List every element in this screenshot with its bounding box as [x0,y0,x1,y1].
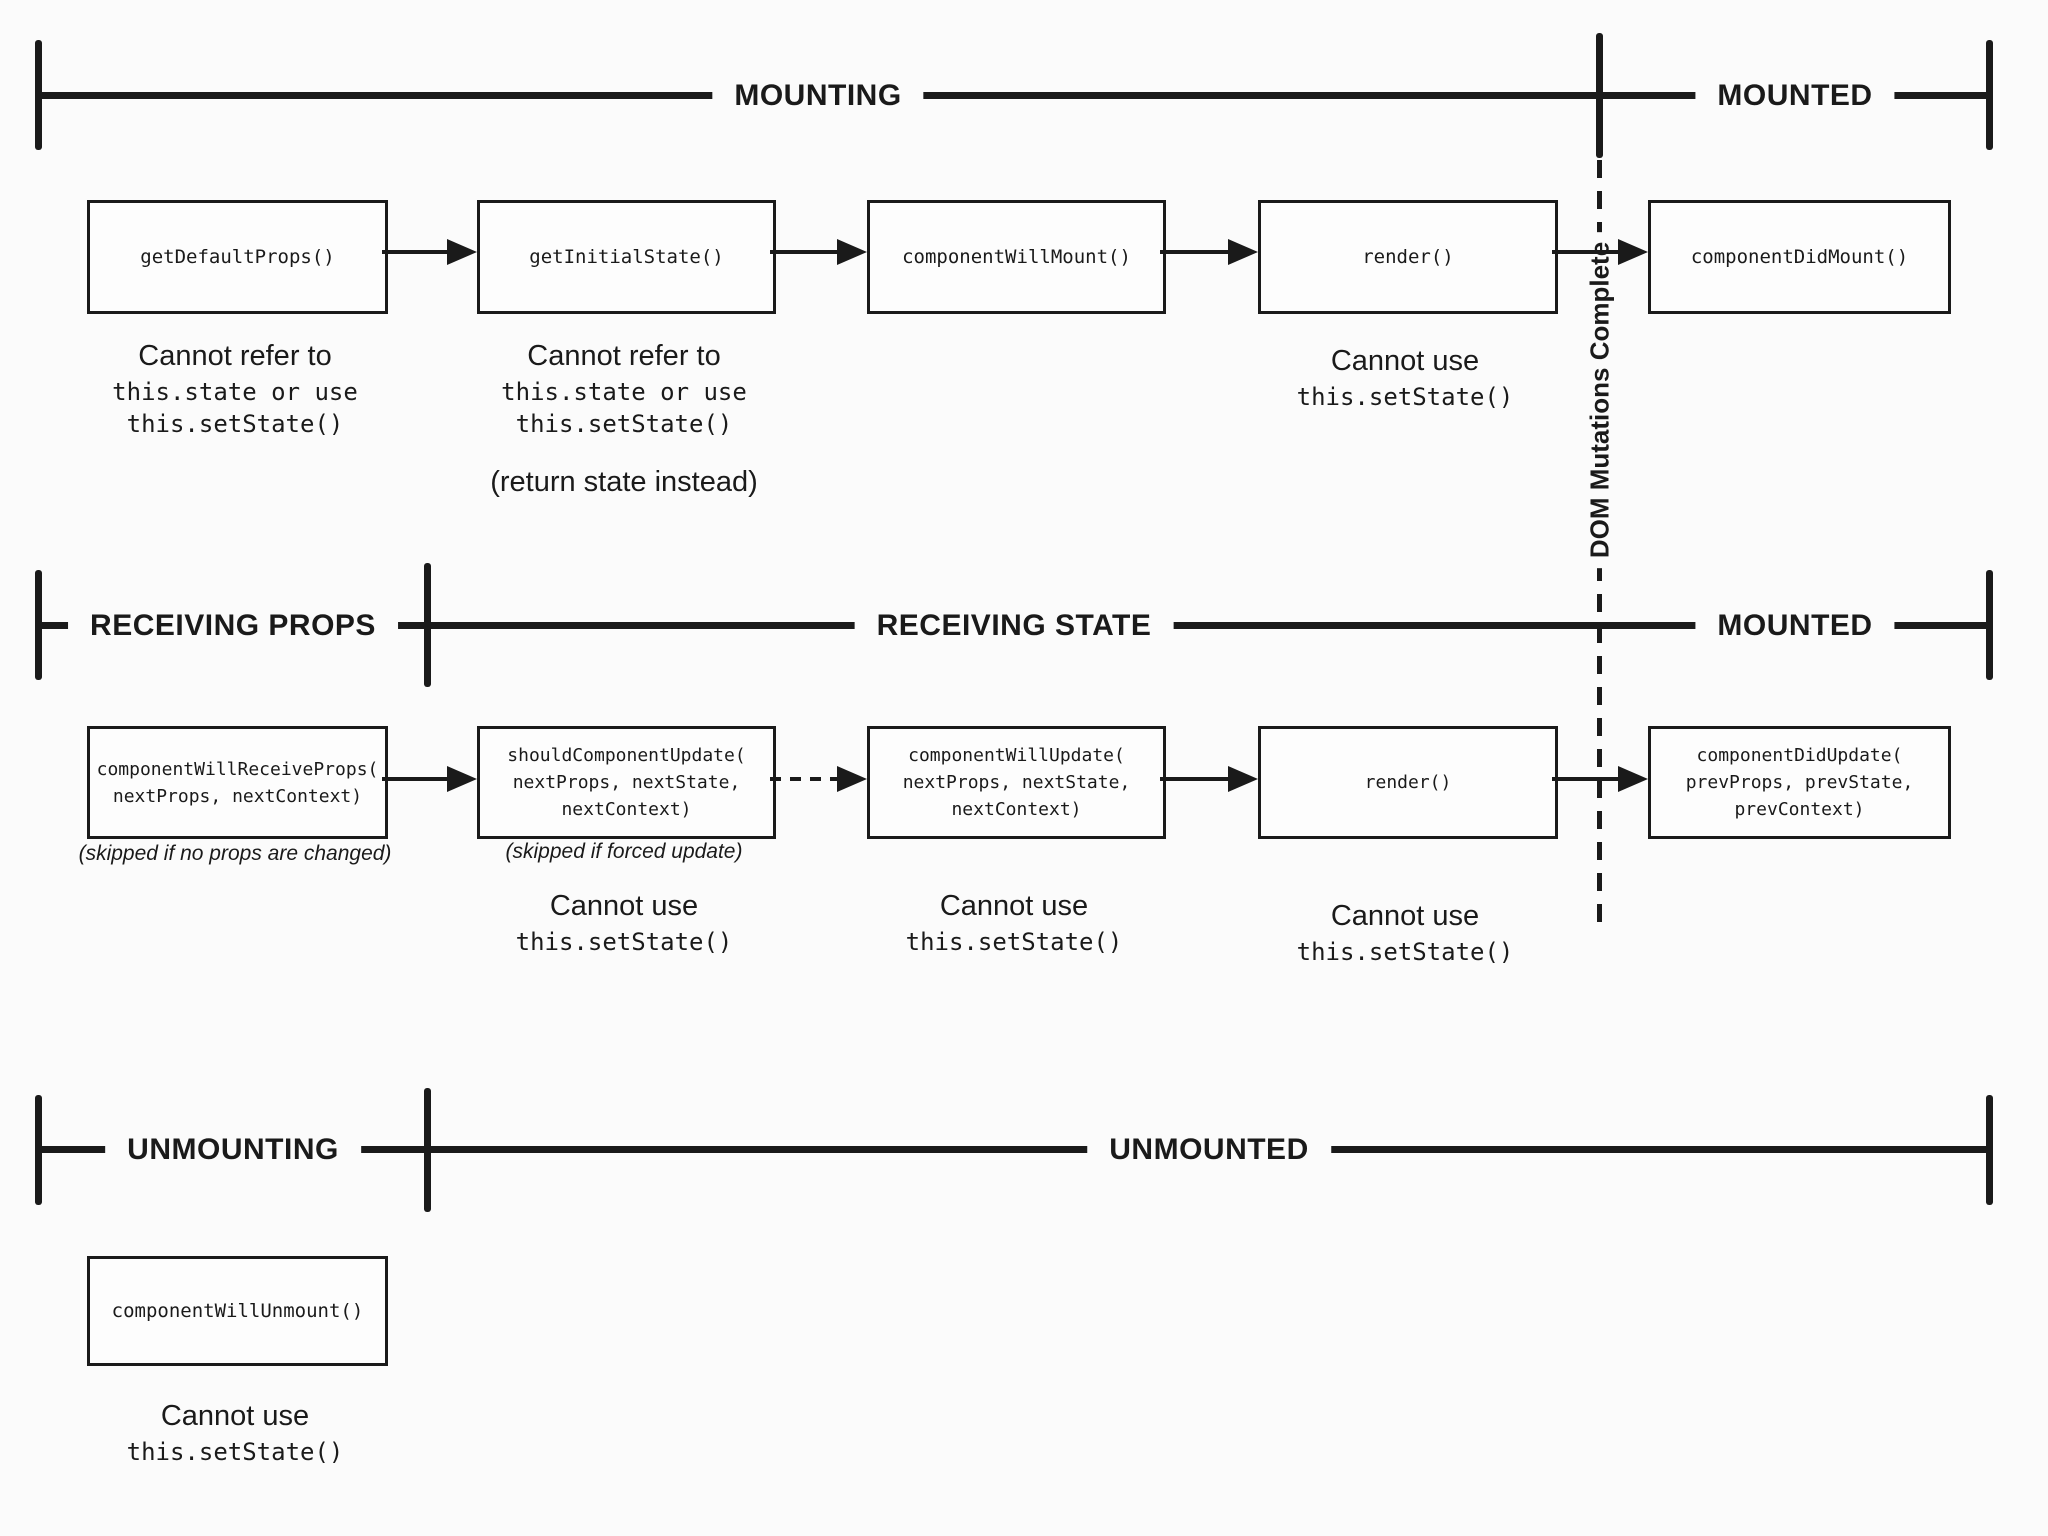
note-component-will-update: Cannot use this.setState() [906,888,1123,958]
arrow-row1-3 [1160,250,1228,254]
arrow-row1-2 [770,250,837,254]
note-code: this.setState() [126,1437,344,1466]
timeline-row3 [38,1146,1990,1153]
note-extra: (return state instead) [490,466,758,499]
box-render-mounting: render() [1258,200,1558,314]
tick-row1-left [35,40,42,150]
note-code: this.setState() [1296,382,1514,411]
section-label-unmounting: UNMOUNTING [105,1131,361,1169]
dom-mutations-label: DOM Mutations Complete [1580,231,1620,569]
note-text: Cannot refer to [527,340,721,372]
tick-row3-right [1986,1095,1993,1205]
arrow-row2-4 [1552,777,1618,781]
note-text: Cannot use [549,890,699,922]
box-render-updating: render() [1258,726,1558,839]
arrow-row1-1 [382,250,447,254]
section-label-unmounted: UNMOUNTED [1087,1131,1331,1169]
box-component-did-mount: componentDidMount() [1648,200,1951,314]
note-text: Cannot refer to [138,340,332,372]
box-component-will-update: componentWillUpdate( nextProps, nextStat… [867,726,1166,839]
box-get-default-props: getDefaultProps() [87,200,388,314]
box-component-will-unmount: componentWillUnmount() [87,1256,388,1366]
arrow-row2-3 [1160,777,1228,781]
box-component-will-mount: componentWillMount() [867,200,1166,314]
note-code: this.setState() [1296,937,1514,966]
tick-row2-mid [424,563,431,687]
note-text: Cannot use [1330,900,1480,932]
section-label-mounted-top: MOUNTED [1695,77,1895,115]
section-label-receiving-state: RECEIVING STATE [854,607,1174,645]
box-component-will-receive-props: componentWillReceiveProps( nextProps, ne… [87,726,388,839]
tick-row2-left [35,570,42,680]
tick-row3-mid [424,1088,431,1212]
arrow-row2-2-dashed [770,777,837,781]
section-label-mounting: MOUNTING [712,77,924,115]
note-get-initial-state: Cannot refer to this.state or use this.s… [490,338,758,502]
note-text: Cannot use [1330,345,1480,377]
skip-note-props: (skipped if no props are changed) [78,842,392,865]
section-label-mounted-mid: MOUNTED [1695,607,1895,645]
note-text: Cannot use [160,1400,310,1432]
note-text: Cannot use [939,890,1089,922]
note-render-mounting: Cannot use this.setState() [1297,343,1514,413]
tick-row1-right [1986,40,1993,150]
note-code: this.setState() [515,927,733,956]
note-should-component-update: Cannot use this.setState() [516,888,733,958]
box-component-did-update: componentDidUpdate( prevProps, prevState… [1648,726,1951,839]
tick-row1-mid [1596,33,1603,158]
note-code: this.setState() [905,927,1123,956]
note-get-default-props: Cannot refer to this.state or use this.s… [112,338,358,440]
arrow-row2-1 [382,777,447,781]
box-should-component-update: shouldComponentUpdate( nextProps, nextSt… [477,726,776,839]
tick-row2-right [1986,570,1993,680]
note-render-updating: Cannot use this.setState() [1297,898,1514,968]
note-code: this.state or use this.setState() [112,377,358,439]
timeline-row1 [38,92,1990,99]
box-get-initial-state: getInitialState() [477,200,776,314]
skip-note-forced-update: (skipped if forced update) [505,840,743,863]
section-label-receiving-props: RECEIVING PROPS [68,607,398,645]
note-component-will-unmount: Cannot use this.setState() [127,1398,344,1468]
arrow-row1-4 [1552,250,1618,254]
tick-row3-left [35,1095,42,1205]
note-code: this.state or use this.setState() [501,377,747,439]
